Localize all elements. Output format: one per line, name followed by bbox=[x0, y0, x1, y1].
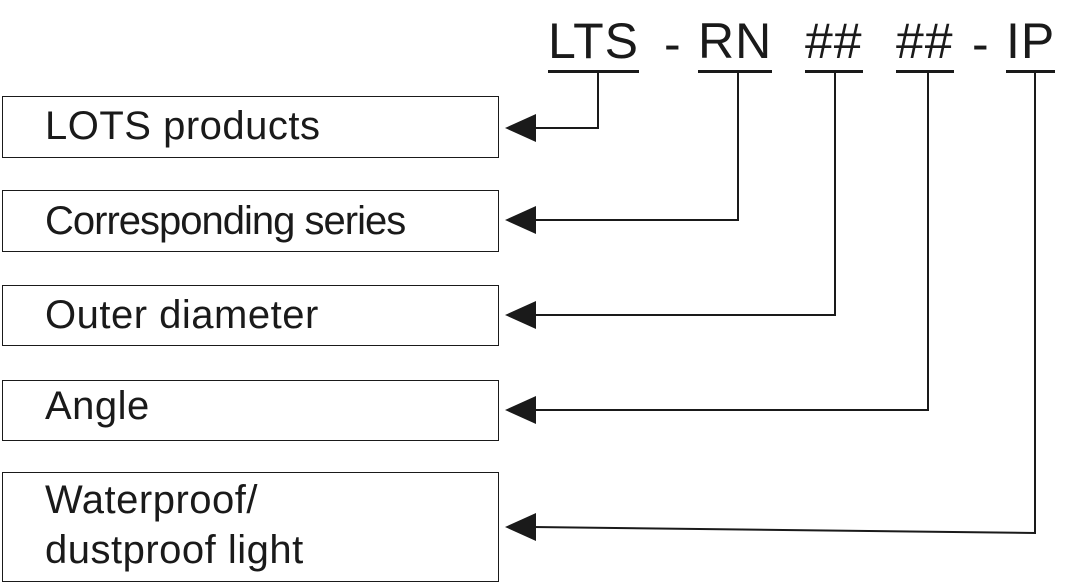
code-part-angle: ## bbox=[896, 14, 954, 73]
box-waterproof-label: Waterproof/ dustproof light bbox=[45, 478, 304, 572]
box-lots-products: LOTS products bbox=[2, 96, 499, 158]
box-outer-diameter: Outer diameter bbox=[2, 285, 499, 346]
box-angle: Angle bbox=[2, 380, 499, 441]
box-corresponding-series: Corresponding series bbox=[2, 190, 499, 252]
box-outer-diameter-label: Outer diameter bbox=[45, 293, 319, 337]
arrowhead-corresponding-series bbox=[505, 206, 536, 234]
code-part-lts: LTS bbox=[548, 14, 639, 73]
arrowhead-outer-diameter bbox=[505, 301, 536, 329]
connector-ip-to-waterproof bbox=[532, 70, 1036, 535]
code-separator-1: - bbox=[664, 16, 682, 72]
box-corresponding-series-label: Corresponding series bbox=[45, 199, 406, 243]
connector-lts-to-lots-products bbox=[533, 70, 599, 129]
box-angle-label: Angle bbox=[45, 384, 150, 428]
code-part-diameter: ## bbox=[805, 14, 863, 73]
arrowhead-lots-products bbox=[505, 114, 536, 142]
code-part-rn: RN bbox=[698, 14, 773, 73]
code-part-ip: IP bbox=[1006, 14, 1056, 73]
connector-angle-to-angle bbox=[533, 70, 929, 411]
arrowhead-waterproof bbox=[505, 513, 536, 541]
product-code: LTS - RN ## ## - IP bbox=[0, 14, 1067, 74]
connector-diameter-to-outer-diameter bbox=[533, 70, 836, 316]
connector-rn-to-corresponding-series bbox=[533, 70, 739, 221]
box-lots-products-label: LOTS products bbox=[45, 104, 321, 148]
box-waterproof: Waterproof/ dustproof light bbox=[2, 472, 499, 582]
code-separator-2: - bbox=[972, 16, 990, 72]
arrowhead-angle bbox=[505, 396, 536, 424]
